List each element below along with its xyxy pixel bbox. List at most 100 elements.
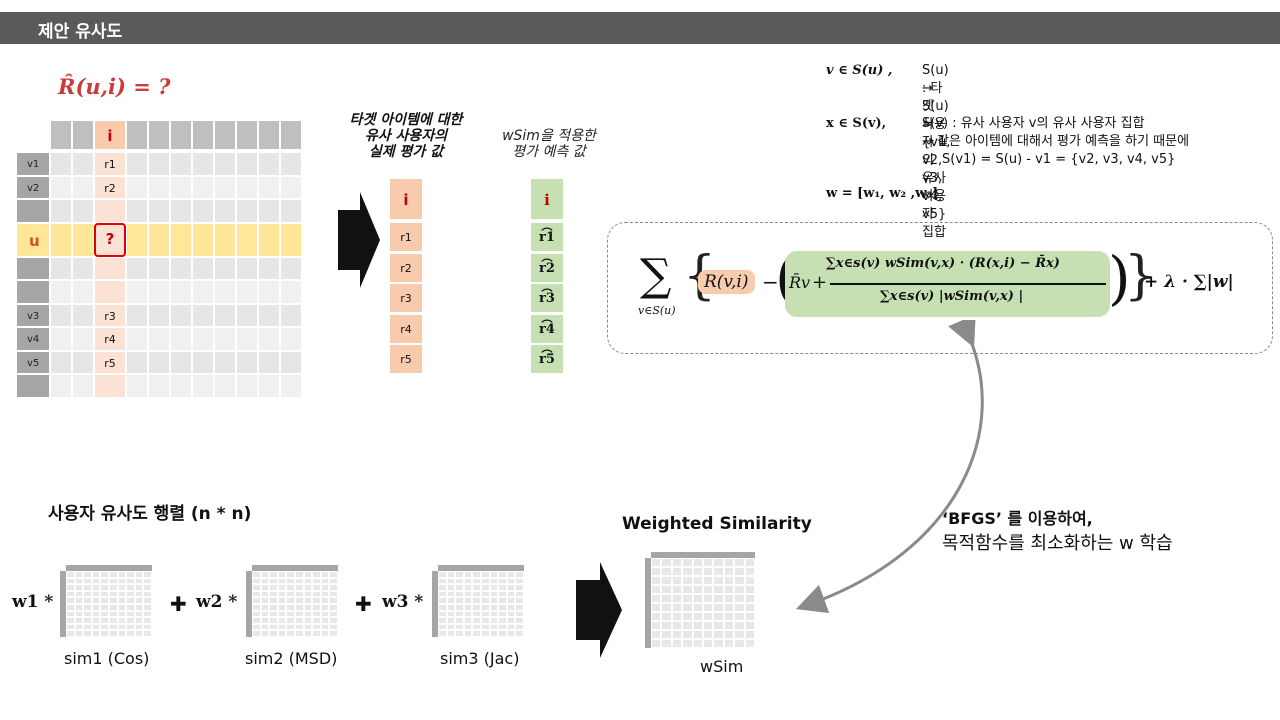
matrix-cell: [252, 590, 261, 598]
matrix-cell: [117, 571, 127, 578]
right-paren: ): [1108, 244, 1131, 312]
matrix-cell: [329, 597, 338, 604]
matrix-cell: [438, 630, 447, 637]
matrix-cell: [252, 623, 261, 631]
matrix-cell: [252, 571, 261, 578]
actual-rating-cell: r1: [389, 222, 423, 252]
grid-cell: [214, 222, 236, 257]
matrix-cell: [671, 585, 683, 594]
matrix-cell: [463, 577, 473, 585]
matrix-cell: [83, 584, 92, 591]
matrix-cell: [134, 610, 144, 618]
matrix-cell: [260, 623, 270, 631]
matrix-cell: [66, 630, 75, 637]
matrix-cell: [692, 630, 703, 639]
grid-cell: [192, 280, 214, 304]
matrix-cell: [286, 623, 295, 631]
matrix-cell: [515, 577, 524, 585]
grid-cell: [126, 222, 148, 257]
grid-cell: [170, 256, 192, 280]
matrix-cell: [498, 610, 507, 618]
matrix-cell: [91, 610, 101, 618]
matrix-cell: [489, 617, 499, 624]
matrix-cell: [506, 617, 516, 624]
matrix-cell: [286, 604, 295, 611]
matrix-cell: [143, 584, 152, 591]
grid-row-label: v1: [16, 152, 50, 176]
definition-sub-1: → S(u) = {v1, v2, v3, v4, v5}: [922, 81, 951, 222]
matrix-cell: [489, 571, 499, 578]
matrix-cell: [277, 577, 287, 585]
matrix-cell: [692, 594, 703, 603]
grid-target-cell: ?: [94, 222, 126, 257]
wsim-label: wSim: [700, 657, 744, 676]
grid-row-label: v3: [16, 303, 50, 327]
matrix-cell: [143, 571, 152, 578]
grid-cell: [258, 175, 280, 199]
matrix-cell: [252, 584, 261, 591]
fraction-line: [830, 283, 1106, 285]
grid-cell: [258, 222, 280, 257]
matrix-cell: [252, 617, 261, 624]
curved-arrow-icon: [795, 320, 984, 614]
matrix-cell: [703, 621, 714, 630]
matrix-cell: [682, 558, 693, 567]
sum-subscript: v∈S(u): [638, 304, 676, 317]
matrix-cell: [703, 639, 714, 648]
grid-cell: [126, 152, 148, 176]
grid-row-label: [16, 280, 50, 304]
matrix-cell: [83, 590, 92, 598]
grid-cell: [170, 152, 192, 176]
grid-cell: [192, 152, 214, 176]
sim3-label: sim3 (Jac): [440, 649, 520, 668]
grid-cell: [280, 327, 302, 351]
grid-rating-cell: r2: [94, 175, 126, 199]
actual-rating-cell: r3: [389, 283, 423, 313]
matrix-cell: [320, 577, 330, 585]
predicted-ratings-title: wSim을 적용한 평가 예측 값: [502, 128, 596, 160]
matrix-cell: [446, 623, 456, 631]
matrix-cell: [682, 639, 693, 648]
matrix-cell: [260, 590, 270, 598]
matrix-cell: [446, 610, 456, 618]
matrix-cell: [506, 630, 516, 637]
matrix-cell: [734, 558, 745, 567]
matrix-cell: [723, 558, 735, 567]
matrix-cell: [506, 571, 516, 578]
grid-cell: [280, 374, 302, 398]
grid-col-header-i: i: [94, 120, 126, 150]
matrix-cell: [286, 571, 295, 578]
grid-cell: [126, 199, 148, 223]
matrix-cell: [100, 590, 109, 598]
matrix-cell: [126, 577, 135, 585]
matrix-cell: [260, 597, 270, 604]
matrix-cell: [117, 590, 127, 598]
matrix-cell: [303, 590, 313, 598]
grid-cell: [126, 256, 148, 280]
matrix-cell: [472, 604, 481, 611]
matrix-cell: [744, 639, 755, 648]
sim1-matrix: [60, 565, 152, 637]
grid-cell: [126, 350, 148, 374]
grid-rating-cell: [94, 374, 126, 398]
matrix-cell: [320, 630, 330, 637]
grid-cell: [148, 175, 170, 199]
matrix-cell: [651, 576, 662, 585]
matrix-cell: [117, 577, 127, 585]
matrix-cell: [312, 584, 321, 591]
matrix-cell: [703, 576, 714, 585]
matrix-cell: [134, 623, 144, 631]
predicted-rating-cell: r2⌒: [530, 252, 564, 283]
matrix-cell: [312, 571, 321, 578]
matrix-cell: [286, 610, 295, 618]
weight-label-3: w3 *: [382, 592, 424, 612]
matrix-cell: [126, 584, 135, 591]
matrix-cell: [134, 577, 144, 585]
matrix-cell: [134, 630, 144, 637]
matrix-cell: [463, 610, 473, 618]
matrix-cell: [126, 571, 135, 578]
matrix-cell: [671, 639, 683, 648]
grid-cell: [258, 374, 280, 398]
grid-cell: [170, 374, 192, 398]
grid-cell: [192, 256, 214, 280]
